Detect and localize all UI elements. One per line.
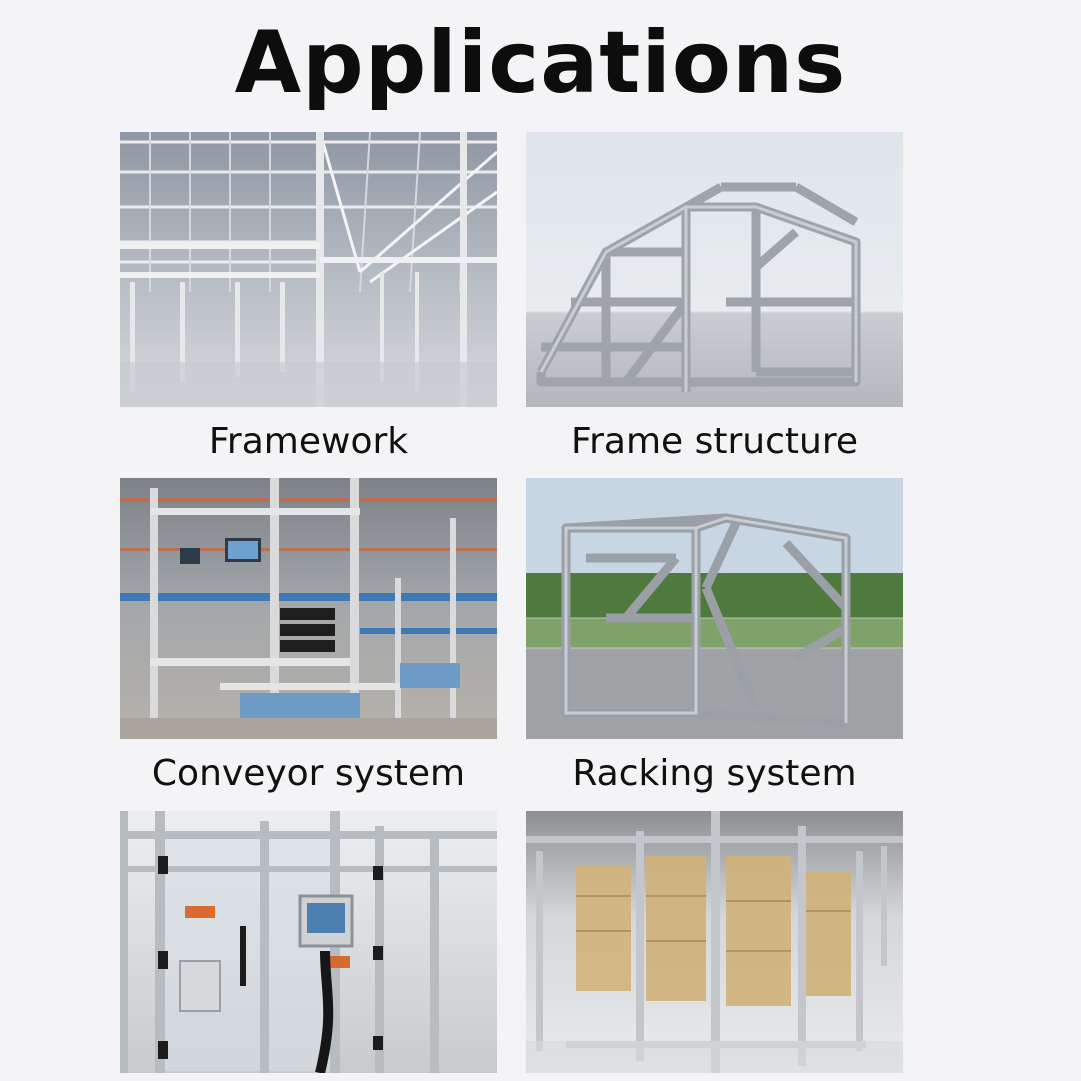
conveyor-system-caption: Conveyor system (151, 753, 466, 794)
machine-enclosure-photo (120, 811, 497, 1073)
storage-enclosure-photo (526, 811, 903, 1073)
conveyor-system-photo (120, 478, 497, 739)
page-title: Applications (234, 13, 847, 113)
framework-caption: Framework (208, 421, 409, 462)
frame-structure-photo (526, 132, 903, 407)
racking-system-caption: Racking system (572, 753, 857, 794)
framework-photo (120, 132, 497, 407)
frame-structure-caption: Frame structure (571, 421, 858, 462)
racking-system-photo (526, 478, 903, 739)
